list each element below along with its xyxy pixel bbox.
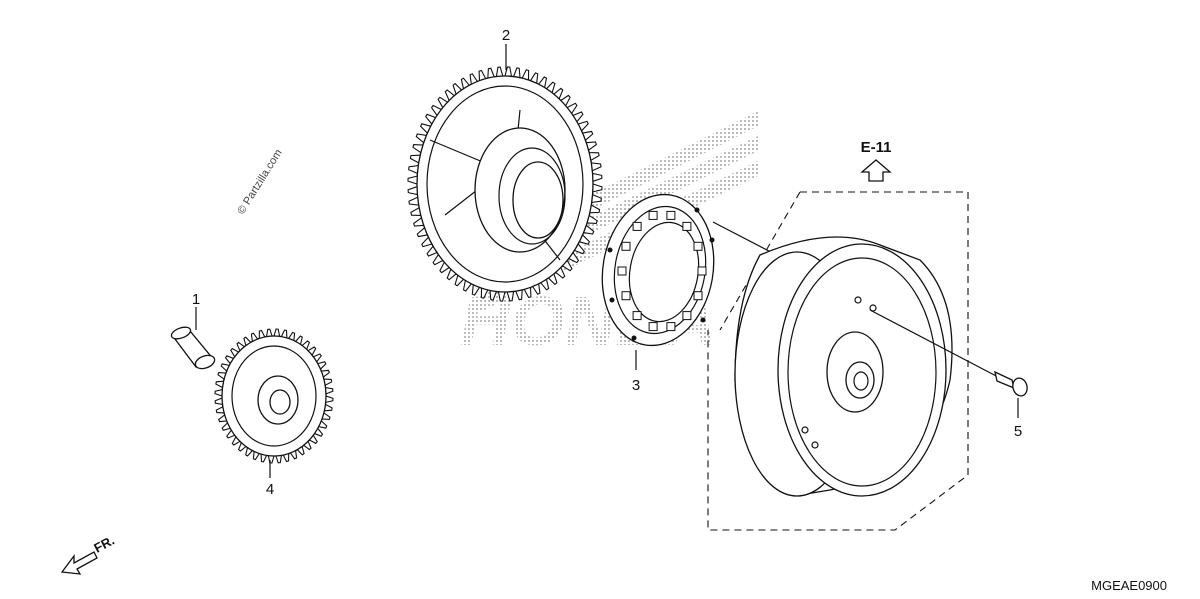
diagram-code: MGEAE0900 xyxy=(1091,578,1167,593)
clutch-roller xyxy=(648,322,658,332)
clutch-roller xyxy=(697,266,707,276)
fr-label: FR. xyxy=(91,533,117,556)
clutch-roller xyxy=(621,291,631,301)
clutch-roller xyxy=(648,210,658,220)
reduction-gear-part xyxy=(214,328,334,478)
reference-e11: E-11 xyxy=(860,139,892,182)
clutch-roller xyxy=(621,241,631,251)
part-label-4: 4 xyxy=(266,481,274,498)
part-label-2: 2 xyxy=(502,27,510,44)
arrow-left-icon xyxy=(60,551,98,575)
clutch-roller xyxy=(666,322,676,332)
clutch-roller xyxy=(682,311,692,321)
collar-part xyxy=(170,307,216,370)
part-label-1: 1 xyxy=(192,291,200,308)
clutch-roller xyxy=(666,210,676,220)
clutch-roller xyxy=(617,266,627,276)
bolt-part xyxy=(994,370,1028,418)
flywheel-assembly xyxy=(707,191,1001,531)
clutch-roller xyxy=(693,291,703,301)
starter-driven-gear-part xyxy=(407,44,603,302)
part-label-5: 5 xyxy=(1014,423,1022,440)
copyright-text: © Partzilla.com xyxy=(235,147,284,216)
reference-label: E-11 xyxy=(861,139,892,156)
clutch-roller xyxy=(632,221,642,231)
clutch-roller xyxy=(693,241,703,251)
one-way-clutch-part xyxy=(601,193,715,370)
front-direction-indicator: FR. xyxy=(60,533,117,575)
clutch-roller xyxy=(632,311,642,321)
arrow-up-icon xyxy=(860,159,892,182)
clutch-roller xyxy=(682,221,692,231)
part-label-3: 3 xyxy=(632,377,640,394)
